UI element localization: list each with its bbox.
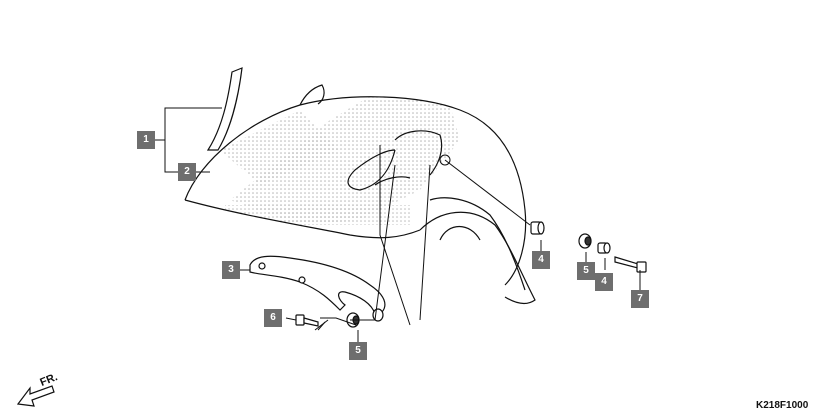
callout-leaders <box>154 107 641 343</box>
callout-3: 3 <box>222 261 240 279</box>
callout-4-lower: 4 <box>595 273 613 291</box>
fender-bracket <box>249 255 386 315</box>
callout-2: 2 <box>178 163 196 181</box>
front-direction-arrow-icon <box>16 385 55 407</box>
fender-decal-stipple <box>220 96 460 225</box>
front-fender <box>184 84 536 304</box>
callout-6: 6 <box>264 309 282 327</box>
callout-5-right: 5 <box>577 262 595 280</box>
grommet-right <box>578 233 592 249</box>
callout-7: 7 <box>631 290 649 308</box>
bolt-6 <box>295 314 319 327</box>
callout-1: 1 <box>137 131 155 149</box>
assembly-lines <box>180 107 531 331</box>
callout-4-upper: 4 <box>532 251 550 269</box>
decal-strip <box>206 67 243 151</box>
grommet-left <box>346 308 384 328</box>
callout-5-left: 5 <box>349 342 367 360</box>
bolt-7 <box>614 256 647 273</box>
diagram-code: K218F1000 <box>756 400 809 411</box>
collar-lower <box>597 242 611 254</box>
collar-upper <box>530 221 545 235</box>
